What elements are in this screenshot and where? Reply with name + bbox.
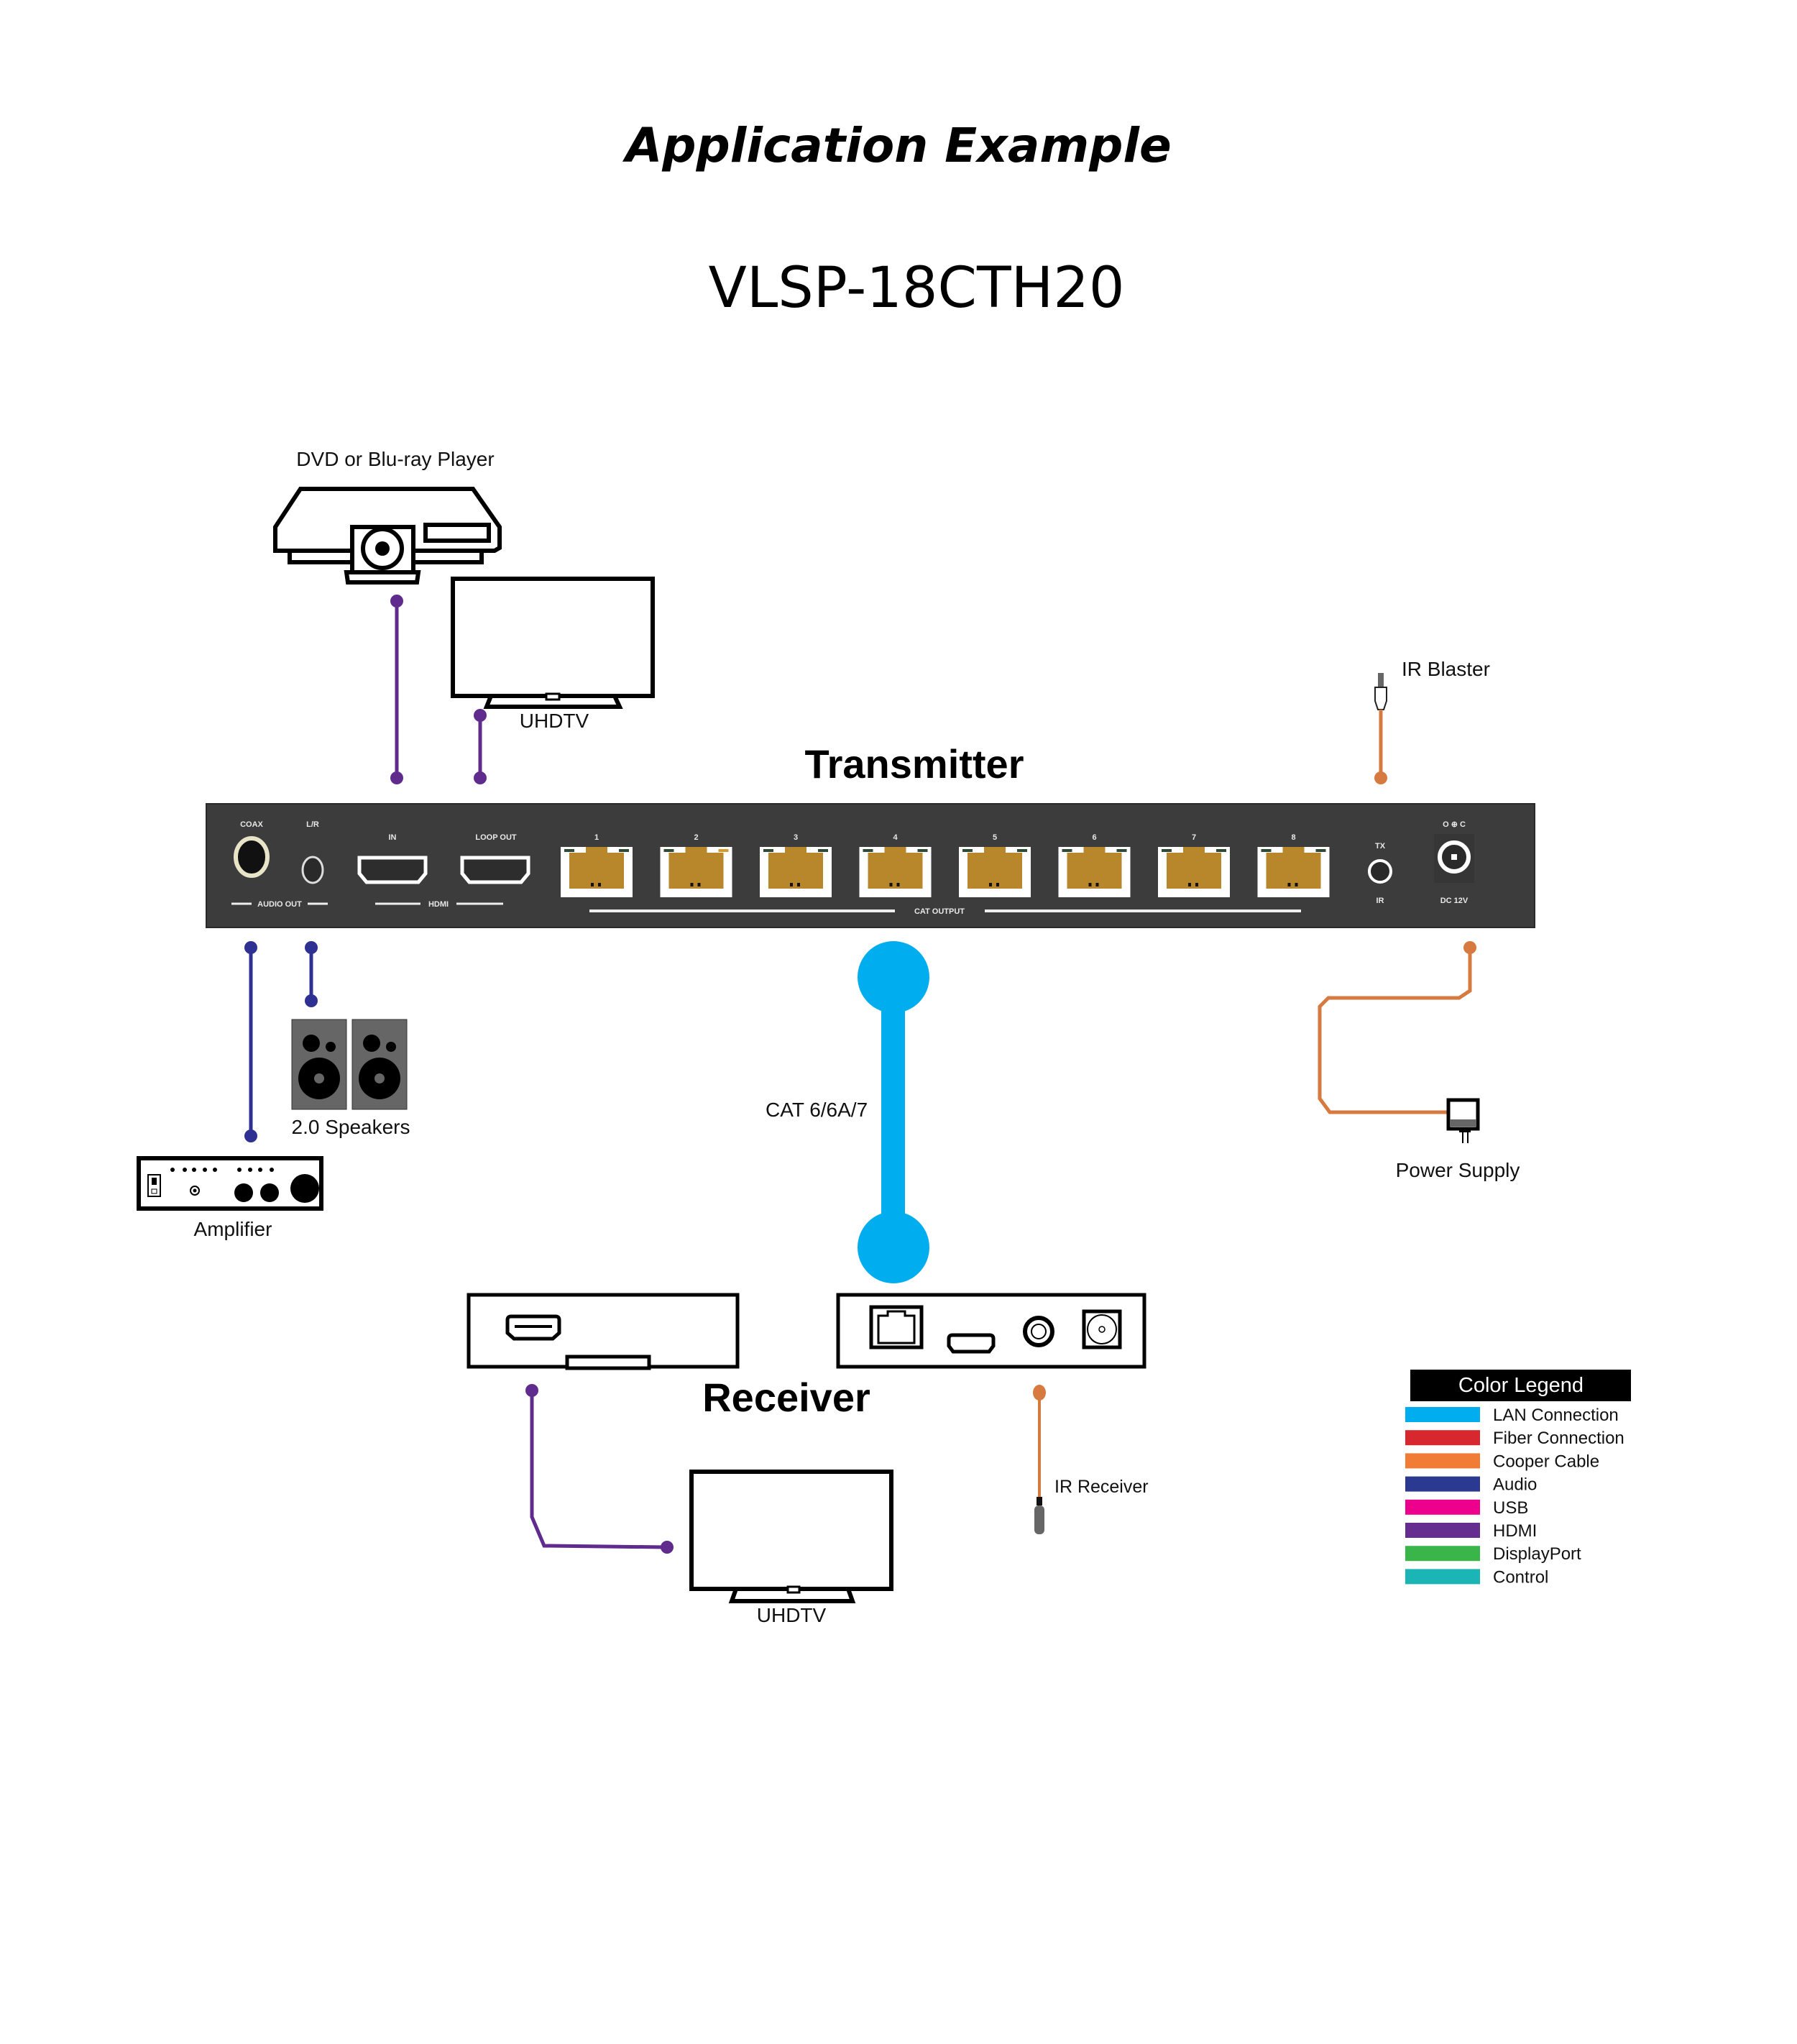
legend-label: DisplayPort: [1493, 1544, 1581, 1564]
transmitter-title: Transmitter: [805, 741, 1024, 787]
legend-item: DisplayPort: [1405, 1544, 1581, 1564]
receiver-front: [467, 1293, 740, 1370]
legend-swatch: [1405, 1546, 1480, 1562]
port-number-label: 2: [694, 833, 698, 842]
port-number-label: 1: [594, 833, 599, 842]
power-supply-label: Power Supply: [1396, 1159, 1520, 1181]
audio-out-label: AUDIO OUT: [257, 900, 302, 909]
cable-type-label: CAT 6/6A/7: [766, 1099, 868, 1121]
audio-cable-speakers: [305, 941, 318, 1007]
hdmi-loop-out-label: LOOP OUT: [475, 833, 517, 842]
ir-receiver-label: IR Receiver: [1054, 1477, 1149, 1497]
dc-power-label: DC 12V: [1440, 897, 1469, 905]
uhdtv-bottom-label: UHDTV: [757, 1604, 827, 1626]
legend-swatch: [1405, 1407, 1480, 1422]
receiver-back: [836, 1293, 1146, 1369]
ir-receiver-icon: IR Receiver: [1033, 1385, 1149, 1534]
port-number-label: 5: [993, 833, 997, 842]
hdmi-group-label: HDMI: [428, 900, 449, 909]
legend-label: Cooper Cable: [1493, 1452, 1599, 1471]
cat-output-port-8: 8: [1257, 833, 1330, 897]
transmitter-panel: COAX L/R AUDIO OUT IN LOOP OUT HDMI 1 2 3 4…: [206, 803, 1535, 928]
coax-port-label: COAX: [240, 820, 263, 829]
legend-swatch: [1405, 1499, 1480, 1515]
hdmi-cable-uhdtv-bottom: [525, 1384, 674, 1554]
legend-swatch: [1405, 1430, 1480, 1446]
lan-cable: CAT 6/6A/7: [766, 941, 929, 1283]
legend-label: Control: [1493, 1567, 1548, 1587]
uhdtv-top-label: UHDTV: [520, 710, 589, 732]
hdmi-in-port: [357, 856, 428, 884]
port-number-label: 3: [794, 833, 798, 842]
cat-output-label: CAT OUTPUT: [914, 907, 965, 916]
cat-output-port-1: 1: [561, 833, 633, 897]
legend-label: USB: [1493, 1498, 1528, 1518]
legend-swatch: [1405, 1476, 1480, 1492]
cat-output-port-2: 2: [660, 833, 732, 897]
legend-item: Cooper Cable: [1405, 1452, 1599, 1471]
cat-output-port-4: 4: [859, 833, 932, 897]
legend-label: LAN Connection: [1493, 1406, 1619, 1425]
hdmi-in-label: IN: [389, 833, 397, 842]
legend-swatch: [1405, 1523, 1480, 1538]
power-cable: [1318, 941, 1476, 1114]
receiver-title: Receiver: [702, 1375, 870, 1420]
cat-output-port-5: 5: [959, 833, 1031, 897]
audio-cable-amplifier: [244, 941, 257, 1142]
legend-swatch: [1405, 1569, 1480, 1585]
legend-item: Audio: [1405, 1475, 1537, 1495]
ir-port-top-label: TX: [1375, 842, 1386, 851]
cat-output-port-7: 7: [1158, 833, 1230, 897]
legend-title: Color Legend: [1458, 1374, 1584, 1397]
ir-blaster-icon: IR Blaster: [1374, 658, 1490, 784]
dvd-player-label: DVD or Blu-ray Player: [296, 448, 494, 470]
port-number-label: 7: [1192, 833, 1196, 842]
ir-blaster-label: IR Blaster: [1402, 658, 1490, 680]
ir-port-label: IR: [1377, 897, 1384, 905]
dvd-player-icon: DVD or Blu-ray Player: [273, 448, 502, 585]
legend-label: HDMI: [1493, 1521, 1537, 1541]
power-polarity-label: O ⊕ C: [1443, 820, 1466, 829]
legend-item: Fiber Connection: [1405, 1429, 1624, 1448]
port-number-label: 8: [1291, 833, 1295, 842]
cat-output-port-3: 3: [760, 833, 832, 897]
amplifier-label: Amplifier: [194, 1218, 272, 1240]
cat-output-port-6: 6: [1058, 833, 1131, 897]
speakers-label: 2.0 Speakers: [292, 1116, 410, 1138]
legend-swatch: [1405, 1453, 1480, 1469]
legend-label: Fiber Connection: [1493, 1429, 1624, 1448]
legend-item: USB: [1405, 1498, 1528, 1518]
model-number: VLSP-18CTH20: [708, 256, 1124, 321]
hdmi-loop-out-port: [460, 856, 530, 884]
lr-audio-port: [301, 856, 324, 884]
amplifier-icon: Amplifier: [137, 1156, 323, 1240]
legend-item: Control: [1405, 1567, 1548, 1587]
power-supply-icon: Power Supply: [1396, 1098, 1520, 1181]
diagram-title: Application Example: [622, 118, 1172, 173]
coax-audio-port: [234, 836, 270, 878]
legend-label: Audio: [1493, 1475, 1537, 1495]
receiver-hdmi-port: [947, 1333, 996, 1354]
speakers-icon: 2.0 Speakers: [291, 1019, 410, 1138]
uhdtv-bottom-icon: UHDTV: [689, 1470, 893, 1626]
legend-item: HDMI: [1405, 1521, 1537, 1541]
hdmi-cable-dvd: [390, 595, 403, 784]
port-number-label: 4: [893, 833, 898, 842]
hdmi-cable-uhdtv-top: [474, 709, 487, 784]
legend-item: LAN Connection: [1405, 1406, 1619, 1425]
port-number-label: 6: [1092, 833, 1096, 842]
uhdtv-top-icon: UHDTV: [451, 577, 655, 732]
ir-port: [1368, 859, 1392, 884]
lr-port-label: L/R: [306, 820, 319, 829]
cat-output-ports: 1 2 3 4 5 6 7 8: [561, 833, 1330, 897]
